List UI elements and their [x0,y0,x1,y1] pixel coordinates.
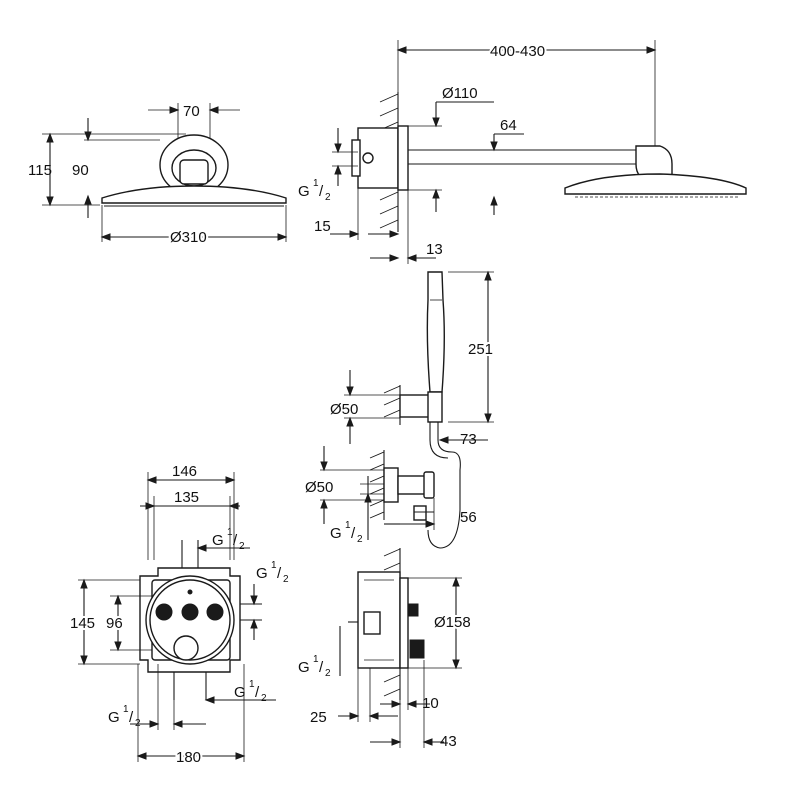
thread-label-box-bottom-right: G [234,684,246,701]
svg-text:1: 1 [227,527,233,538]
svg-text:2: 2 [261,693,267,704]
thread-label-box-bottom-left: G [108,709,120,726]
dim-box-outer-height: 145 [70,615,95,632]
thread-label-arm: G [298,183,310,200]
dim-box-depth: 43 [440,733,457,750]
svg-text:/: / [129,709,134,726]
svg-text:1: 1 [249,679,255,690]
dim-arm-length: 400-430 [490,43,545,60]
svg-text:2: 2 [357,534,363,545]
dim-box-outer-width: 146 [172,463,197,480]
thermostat-box-front-view: 146 135 145 96 [68,463,289,768]
dim-wall-offset: 15 [314,218,331,235]
thread-label-outlet: G [330,525,342,542]
dim-box-inner-height: 96 [106,615,123,632]
dim-head-diameter: Ø310 [170,229,207,246]
svg-text:1: 1 [313,178,319,189]
shower-arm-side-view: 400-430 Ø110 64 G 1 / 2 15 [298,40,747,264]
svg-text:2: 2 [325,668,331,679]
svg-text:1: 1 [271,560,277,571]
dim-box-inner-width: 135 [174,489,199,506]
thread-label-box-right: G [256,565,268,582]
handshower-side-view: 251 Ø50 73 [328,270,495,549]
wall-outlet-side-view: Ø50 G 1 / 2 56 [303,446,477,545]
dim-head-total-height: 115 [28,162,52,179]
dim-box-bottom-width: 180 [176,749,201,766]
svg-text:2: 2 [325,192,331,203]
svg-text:/: / [277,565,282,582]
svg-text:1: 1 [313,654,319,665]
dim-trim-projection: 10 [422,695,439,712]
svg-text:/: / [351,525,356,542]
dim-head-arm-height: 90 [72,162,89,179]
dim-box-front: 25 [310,709,327,726]
dim-holder-diameter: Ø50 [330,401,358,418]
svg-text:2: 2 [283,574,289,585]
dim-hose-offset: 73 [460,431,477,448]
svg-text:1: 1 [345,520,351,531]
thread-label-box-side: G [298,659,310,676]
dim-wall-gap: 13 [426,241,443,258]
svg-text:/: / [255,684,260,701]
dim-flange-diameter: Ø110 [442,85,478,102]
dim-outlet-depth: 56 [460,509,477,526]
thermostat-box-side-view: Ø158 G 1 / 2 10 25 43 [298,548,473,750]
thread-label-box-top: G [212,532,224,549]
svg-text:/: / [319,183,324,200]
dim-outlet-diameter: Ø50 [305,479,333,496]
dim-arm-drop: 64 [500,117,517,134]
svg-text:2: 2 [239,541,245,552]
svg-text:/: / [233,532,238,549]
dim-head-mount-width: 70 [183,103,200,120]
svg-text:/: / [319,659,324,676]
dim-handshower-length: 251 [468,341,493,358]
svg-text:1: 1 [123,704,129,715]
shower-head-front-view: 70 115 90 Ø310 [28,103,288,248]
dim-trim-diameter: Ø158 [434,614,471,631]
